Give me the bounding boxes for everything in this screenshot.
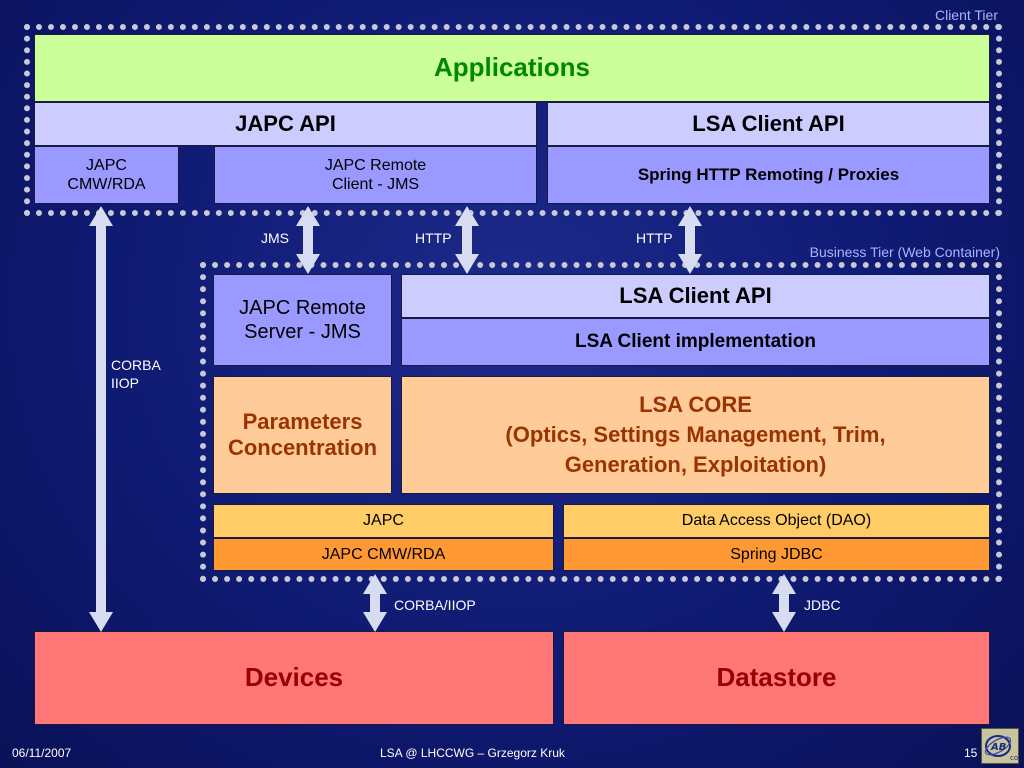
corba-iiop-arrow	[89, 206, 113, 632]
business-japc-cmw-rda-box: JAPC CMW/RDA	[213, 538, 554, 571]
spring-jdbc-box: Spring JDBC	[563, 538, 990, 571]
lsa-client-implementation-box: LSA Client implementation	[401, 318, 990, 366]
footer-title: LSA @ LHCCWG – Grzegorz Kruk	[380, 746, 565, 760]
business-tier-frame	[200, 262, 1002, 582]
http-right-label: HTTP	[636, 230, 673, 246]
client-japc-api-box: JAPC API	[34, 102, 537, 146]
dao-box: Data Access Object (DAO)	[563, 504, 990, 538]
japc-box: JAPC	[213, 504, 554, 538]
lsa-core-box: LSA CORE (Optics, Settings Management, T…	[401, 376, 990, 494]
datastore-box: Datastore	[563, 631, 990, 725]
corba-iiop-bottom-arrow	[363, 574, 387, 632]
client-tier-label: Client Tier	[934, 7, 998, 23]
business-lsa-client-api-box: LSA Client API	[401, 274, 990, 318]
http-right-arrow	[678, 206, 702, 274]
spring-http-remoting-box: Spring HTTP Remoting / Proxies	[547, 146, 990, 204]
parameters-concentration-box: Parameters Concentration	[213, 376, 392, 494]
jdbc-arrow	[772, 574, 796, 632]
devices-box: Devices	[34, 631, 554, 725]
svg-text:AB: AB	[990, 742, 1006, 753]
footer-page-number: 15	[964, 746, 978, 760]
jdbc-label: JDBC	[804, 597, 841, 613]
client-lsa-client-api-box: LSA Client API	[547, 102, 990, 146]
client-japc-cmw-rda-box: JAPC CMW/RDA	[34, 146, 179, 204]
ab-co-logo: AB co	[981, 728, 1019, 764]
http-left-arrow	[455, 206, 479, 274]
jms-arrow	[296, 206, 320, 274]
http-left-label: HTTP	[415, 230, 452, 246]
svg-text:co: co	[1010, 754, 1018, 762]
japc-remote-client-box: JAPC Remote Client - JMS	[214, 146, 537, 204]
japc-remote-server-box: JAPC Remote Server - JMS	[213, 274, 392, 366]
client-tier-frame	[24, 24, 1002, 216]
jms-label: JMS	[261, 230, 289, 246]
corba-iiop-side-label: CORBA IIOP	[111, 357, 161, 392]
business-tier-label: Business Tier (Web Container)	[809, 244, 1000, 260]
corba-iiop-bottom-label: CORBA/IIOP	[394, 597, 476, 613]
applications-box: Applications	[34, 34, 990, 102]
footer-date: 06/11/2007	[12, 746, 72, 760]
